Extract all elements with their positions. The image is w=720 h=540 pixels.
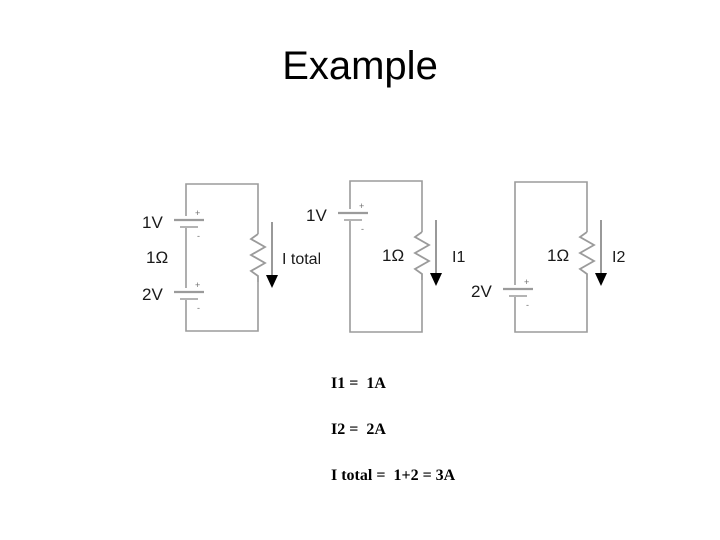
current-label-total: I total (282, 251, 320, 268)
battery-2v-minus-sign: - (526, 300, 529, 310)
circuit-loop-wire (349, 180, 423, 333)
resistor-label: 1Ω (547, 246, 569, 265)
battery-1v-plus-sign: + (195, 208, 200, 218)
result-line-i2: I2 = 2A (331, 421, 386, 438)
current-arrow-total (266, 222, 278, 288)
result-line-i1: I1 = 1A (331, 375, 386, 392)
battery-1v-minus-sign: - (197, 231, 200, 241)
battery-1v-symbol: + - (174, 208, 204, 241)
results-block: I1 = 1A I2 = 2A I total = 1+2 = 3A (331, 375, 661, 485)
battery-2v-symbol: + - (174, 280, 204, 313)
resistor-label: 1Ω (382, 246, 404, 265)
resistor-symbol (413, 231, 431, 280)
circuit-loop-wire (514, 181, 588, 333)
battery-2v-label: 2V (142, 285, 163, 304)
circuit-loop-wire (185, 183, 259, 332)
resistor-symbol (578, 231, 596, 280)
page-title: Example (282, 44, 438, 88)
battery-1v-minus-sign: - (361, 224, 364, 234)
current-arrow-i1 (430, 220, 442, 286)
current-label-i1: I1 (452, 249, 465, 266)
circuit-diagram-i2: + - 2V 1Ω I2 (471, 181, 625, 333)
battery-2v-plus-sign: + (195, 280, 200, 290)
battery-2v-label: 2V (471, 282, 492, 301)
resistor-label: 1Ω (146, 248, 168, 267)
current-label-i2: I2 (612, 249, 625, 266)
battery-2v-minus-sign: - (197, 303, 200, 313)
battery-1v-label: 1V (142, 213, 163, 232)
battery-2v-plus-sign: + (524, 277, 529, 287)
current-arrow-i2 (595, 220, 607, 286)
battery-1v-symbol: + - (338, 201, 368, 234)
circuit-diagram-i1: + - 1V 1Ω I1 (306, 180, 465, 333)
battery-1v-label: 1V (306, 206, 327, 225)
resistor-symbol (249, 233, 267, 282)
battery-1v-plus-sign: + (359, 201, 364, 211)
result-line-itotal: I total = 1+2 = 3A (331, 467, 456, 484)
circuit-diagram-total: + - 1V + - 2V 1Ω I total (142, 183, 320, 332)
battery-2v-symbol: + - (503, 277, 533, 310)
